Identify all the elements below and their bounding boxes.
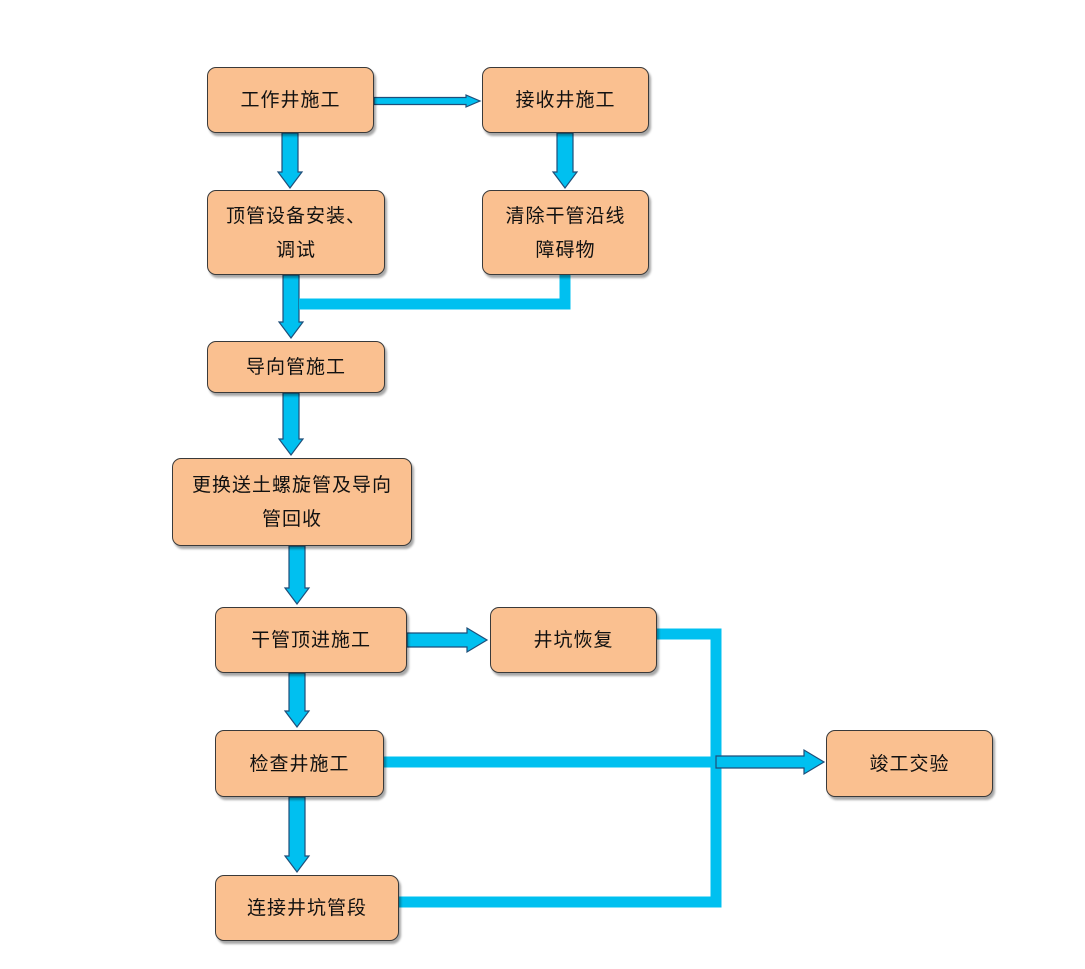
node-receive-shaft: 接收井施工 [482,67,649,133]
arrow-receive-to-clear [551,132,579,189]
node-pit-restore: 井坑恢复 [490,607,657,673]
band-pit-and-connect [399,628,722,908]
node-completion: 竣工交验 [826,730,993,797]
arrow-install-to-guide [277,274,305,339]
node-inspection-well: 检查井施工 [215,730,384,797]
node-replace-spiral: 更换送土螺旋管及导向 管回收 [172,458,412,546]
arrow-guide-to-replace [277,392,305,456]
arrow-replace-to-jacking [283,545,311,605]
node-main-jacking: 干管顶进施工 [215,607,407,673]
band-clear-merge [299,275,571,310]
arrow-to-completion [715,748,826,776]
node-work-shaft: 工作井施工 [207,67,374,133]
arrow-jacking-to-pit [406,626,489,654]
node-equipment-install: 顶管设备安装、 调试 [207,190,385,275]
arrow-inspection-to-connect [283,796,311,873]
node-connect-segment: 连接井坑管段 [215,875,399,941]
node-guide-pipe: 导向管施工 [207,341,385,393]
arrow-work-to-receive [373,94,482,108]
node-clear-obstacles: 清除干管沿线 障碍物 [482,190,649,275]
arrow-work-to-install [276,132,304,189]
arrow-jacking-to-inspection [283,672,311,728]
